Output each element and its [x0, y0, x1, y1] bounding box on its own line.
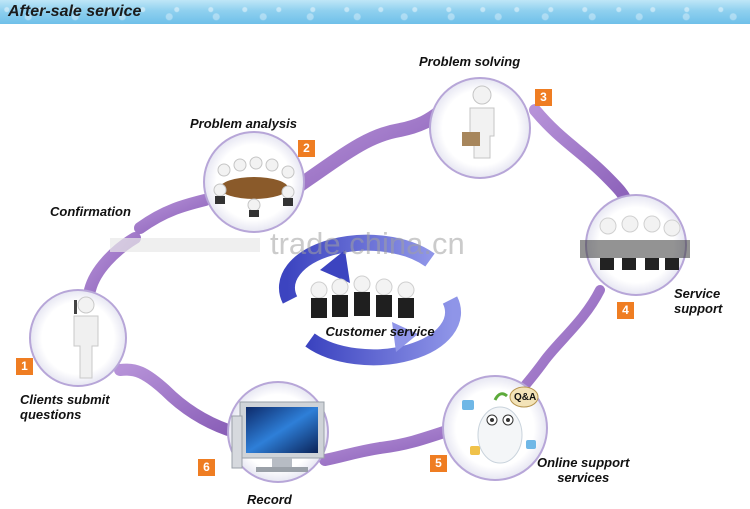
header-banner: After-sale service	[0, 0, 750, 24]
ribbon-6-1	[114, 363, 234, 436]
node-analysis	[203, 131, 305, 233]
ribbon-4-5	[515, 285, 605, 397]
step-6-label: Record	[247, 492, 292, 507]
ribbon-5-6	[319, 424, 456, 466]
node-record	[227, 381, 329, 483]
node-clients	[29, 289, 127, 387]
blur-band-right	[580, 240, 690, 258]
step-4-label: Service support	[674, 286, 722, 316]
confirmation-label: Confirmation	[50, 204, 131, 219]
customer-service-label: Customer service	[325, 324, 435, 339]
step-5-badge: 5	[430, 455, 447, 472]
watermark-text: trade.china.cn	[270, 226, 465, 261]
ribbon-3-4	[529, 104, 634, 211]
node-support	[580, 194, 690, 296]
step-4-badge: 4	[617, 302, 634, 319]
step-5-label-line1: Online support	[537, 455, 630, 470]
step-1-label: Clients submit questions	[20, 392, 110, 422]
step-6-badge: 6	[198, 459, 215, 476]
step-1-label-line1: Clients submit	[20, 392, 110, 407]
step-4-label-line2: support	[674, 301, 723, 316]
qa-bubble-text: Q&A	[514, 392, 537, 403]
node-solving	[429, 77, 531, 179]
header-title: After-sale service	[8, 3, 142, 20]
step-1-badge: 1	[16, 358, 33, 375]
step-2-label: Problem analysis	[190, 116, 297, 131]
step-1-label-line2: questions	[20, 407, 82, 422]
ribbon-2-3	[293, 105, 447, 192]
center-cycle-arrows	[278, 234, 462, 366]
step-5-label: Online support services	[537, 455, 629, 485]
step-3-badge: 3	[535, 89, 552, 106]
step-2-badge: 2	[298, 140, 315, 157]
blur-band-left	[110, 238, 260, 252]
step-4-label-line1: Service	[674, 286, 721, 301]
ribbon-confirm-2	[134, 194, 211, 234]
node-online	[442, 375, 548, 481]
step-5-label-line2: services	[557, 470, 610, 485]
step-3-label: Problem solving	[419, 54, 521, 69]
center-team-suits	[311, 292, 414, 318]
